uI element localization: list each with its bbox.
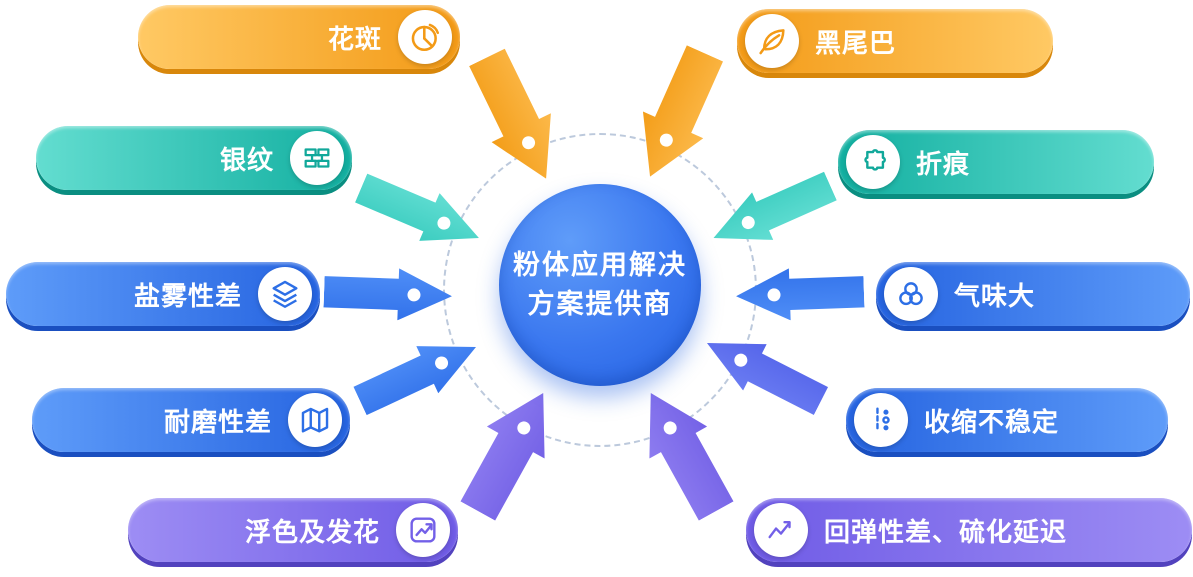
pill-huitan: 回弹性差、硫化延迟 — [746, 498, 1192, 562]
pill-fuse: 浮色及发花 — [128, 498, 458, 562]
arrow-dot — [658, 131, 675, 148]
arrow-dot — [768, 288, 781, 301]
center-circle: 粉体应用解决 方案提供商 — [499, 184, 701, 386]
arrow-dot — [515, 420, 533, 438]
pill-label: 耐磨性差 — [163, 407, 272, 438]
center-title-line2: 方案提供商 — [527, 289, 673, 320]
line-chart-icon — [754, 503, 808, 557]
layers-icon — [258, 267, 312, 321]
pill-naimo: 耐磨性差 — [32, 388, 350, 452]
pill-label: 盐雾性差 — [133, 281, 242, 312]
pie-chart-icon — [398, 10, 452, 64]
arrow-dot — [407, 288, 420, 301]
pill-qiwei: 气味大 — [876, 262, 1190, 326]
arrow-dot — [732, 352, 749, 369]
leaf-icon — [745, 14, 799, 68]
arrow-dot — [435, 214, 452, 231]
bricks-icon — [290, 131, 344, 185]
pill-label: 收缩不稳定 — [924, 407, 1060, 438]
pill-label: 浮色及发花 — [244, 517, 380, 548]
pill-label: 黑尾巴 — [815, 28, 897, 59]
pill-zhehen: 折痕 — [838, 130, 1154, 194]
arrow-dot — [433, 355, 450, 372]
bubbles-icon — [884, 267, 938, 321]
pill-shousuo: 收缩不稳定 — [846, 388, 1168, 452]
arrow-dot — [662, 420, 680, 438]
pill-huaban: 花斑 — [138, 5, 460, 69]
puzzle-icon — [846, 135, 900, 189]
dots-line-icon — [854, 393, 908, 447]
pill-yanwu: 盐雾性差 — [6, 262, 320, 326]
map-icon — [288, 393, 342, 447]
pill-label: 气味大 — [954, 281, 1036, 312]
arrow-dot — [520, 134, 537, 151]
center-title-line1: 粉体应用解决 — [513, 249, 687, 281]
pill-label: 回弹性差、硫化延迟 — [824, 517, 1068, 548]
arrow-yanwu — [323, 266, 453, 322]
pill-label: 银纹 — [219, 145, 274, 176]
arrow-dot — [740, 214, 757, 231]
trend-arrow-icon — [396, 503, 450, 557]
pill-label: 折痕 — [916, 149, 971, 180]
pill-yinwen: 银纹 — [36, 126, 352, 190]
pill-heiweiba: 黑尾巴 — [737, 9, 1053, 73]
pill-label: 花斑 — [327, 24, 382, 55]
